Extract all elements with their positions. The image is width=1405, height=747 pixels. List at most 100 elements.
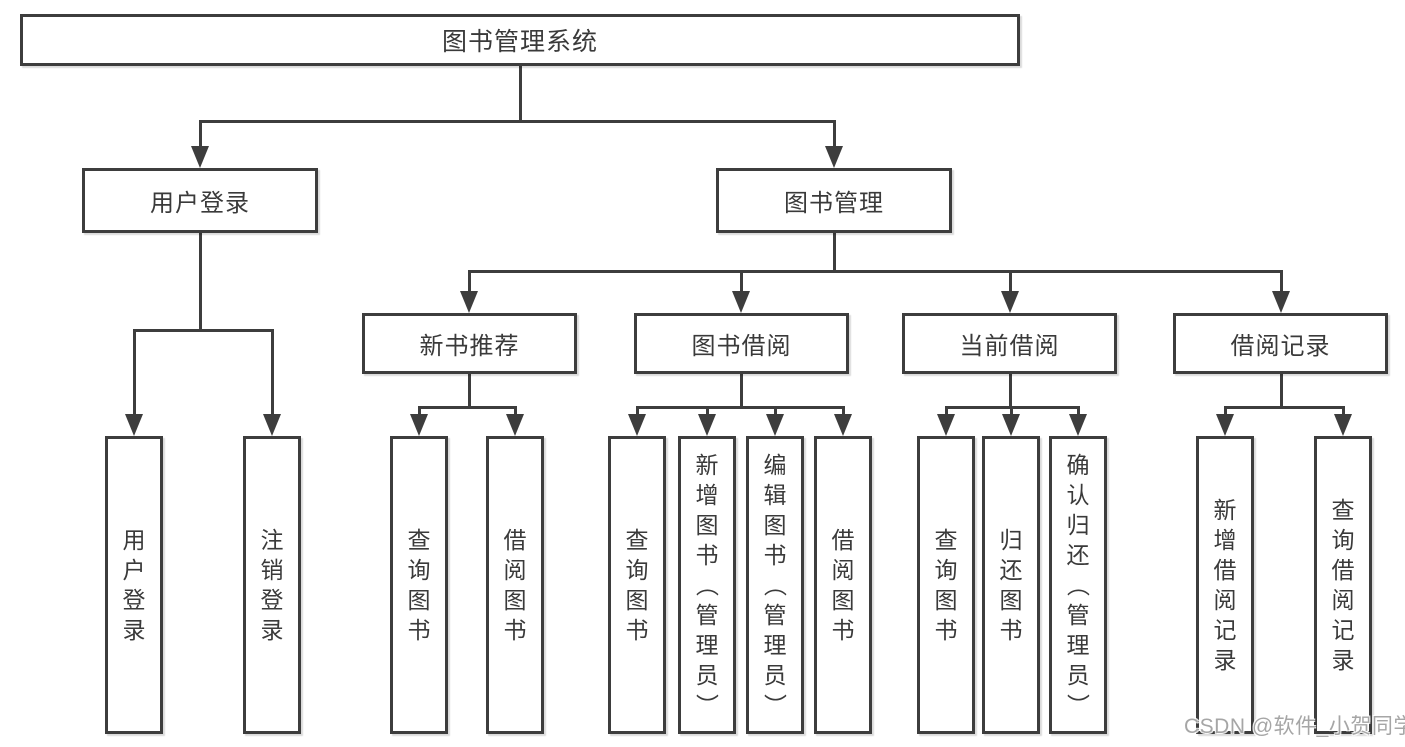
vertical-char: 还 — [999, 557, 1023, 583]
vertical-char: 查 — [407, 527, 431, 553]
vertical-char: ） — [1065, 693, 1091, 717]
vertical-char: 图 — [763, 512, 787, 538]
vertical-char: 管 — [763, 602, 787, 628]
vertical-char: 书 — [695, 542, 719, 568]
connector-stem-root — [519, 66, 522, 123]
vertical-char: 户 — [122, 557, 146, 583]
node-leaf-logout: 注销登录 — [243, 436, 301, 734]
connector-drop-book-borrow — [842, 406, 845, 420]
connector-rail-user-login — [133, 329, 274, 332]
node-leaf-cb-confirm-return-admin: 确认归还（管理员） — [1049, 436, 1107, 734]
vertical-char: 登 — [260, 587, 284, 613]
connector-drop-new-book-rec — [418, 406, 421, 420]
vertical-char: 员 — [695, 662, 719, 688]
connector-rail-new-book-rec — [418, 406, 517, 409]
vertical-char: 销 — [260, 557, 284, 583]
node-book-borrow: 图书借阅 — [634, 313, 849, 374]
vertical-char: 新 — [1213, 497, 1237, 523]
connector-drop-book-mgmt — [1009, 270, 1012, 297]
connector-rail-book-mgmt — [468, 270, 1283, 273]
connector-drop-current-borrow — [945, 406, 948, 420]
vertical-char: 书 — [407, 617, 431, 643]
arrowhead-down-icon — [191, 146, 209, 168]
node-root: 图书管理系统 — [20, 14, 1020, 66]
node-user-login: 用户登录 — [82, 168, 318, 233]
vertical-char: 理 — [763, 632, 787, 658]
vertical-char: 查 — [1331, 497, 1355, 523]
connector-stem-new-book-rec — [468, 374, 471, 409]
arrowhead-down-icon — [1001, 291, 1019, 313]
connector-drop-book-mgmt — [740, 270, 743, 297]
vertical-char: 书 — [503, 617, 527, 643]
connector-drop-book-borrow — [636, 406, 639, 420]
connector-drop-book-borrow — [706, 406, 709, 420]
node-leaf-nbr-query-book: 查询图书 — [390, 436, 448, 734]
vertical-char: 询 — [407, 557, 431, 583]
arrowhead-down-icon — [125, 414, 143, 436]
vertical-char: 归 — [1066, 512, 1090, 538]
vertical-char: 借 — [503, 527, 527, 553]
arrowhead-down-icon — [1002, 414, 1020, 436]
vertical-char: 查 — [934, 527, 958, 553]
vertical-char: 图 — [831, 587, 855, 613]
connector-rail-borrow-records — [1224, 406, 1345, 409]
node-leaf-br-add-record: 新增借阅记录 — [1196, 436, 1254, 734]
vertical-char: 图 — [503, 587, 527, 613]
connector-stem-book-borrow — [740, 374, 743, 409]
connector-stem-book-mgmt — [833, 233, 836, 273]
connector-drop-new-book-rec — [514, 406, 517, 420]
vertical-char: 书 — [763, 542, 787, 568]
node-leaf-br-query-record: 查询借阅记录 — [1314, 436, 1372, 734]
connector-drop-current-borrow — [1010, 406, 1013, 420]
vertical-char: 登 — [122, 587, 146, 613]
vertical-char: 图 — [934, 587, 958, 613]
arrowhead-down-icon — [1272, 291, 1290, 313]
vertical-char: 书 — [934, 617, 958, 643]
vertical-char: 书 — [999, 617, 1023, 643]
vertical-char: 阅 — [1331, 587, 1355, 613]
vertical-char: （ — [762, 573, 788, 597]
vertical-char: ） — [762, 693, 788, 717]
connector-drop-borrow-records — [1224, 406, 1227, 420]
connector-drop-current-borrow — [1077, 406, 1080, 420]
vertical-char: 注 — [260, 527, 284, 553]
vertical-char: 录 — [260, 617, 284, 643]
node-book-mgmt: 图书管理 — [716, 168, 952, 233]
connector-drop-book-borrow — [774, 406, 777, 420]
connector-rail-root — [199, 120, 836, 123]
connector-drop-user-login — [133, 329, 136, 420]
vertical-char: 认 — [1066, 482, 1090, 508]
connector-drop-borrow-records — [1342, 406, 1345, 420]
connector-stem-current-borrow — [1009, 374, 1012, 409]
vertical-char: 询 — [934, 557, 958, 583]
node-leaf-user-login: 用户登录 — [105, 436, 163, 734]
vertical-char: 书 — [625, 617, 649, 643]
arrowhead-down-icon — [834, 414, 852, 436]
connector-drop-root — [199, 120, 202, 152]
vertical-char: 理 — [695, 632, 719, 658]
vertical-char: 增 — [1213, 527, 1237, 553]
vertical-char: 阅 — [1213, 587, 1237, 613]
vertical-char: 管 — [1066, 602, 1090, 628]
connector-rail-book-borrow — [636, 406, 845, 409]
connector-drop-root — [833, 120, 836, 152]
vertical-char: 书 — [831, 617, 855, 643]
node-leaf-bb-add-book-admin: 新增图书（管理员） — [678, 436, 736, 734]
vertical-char: 询 — [625, 557, 649, 583]
arrowhead-down-icon — [732, 291, 750, 313]
vertical-char: 图 — [999, 587, 1023, 613]
node-leaf-bb-borrow-book: 借阅图书 — [814, 436, 872, 734]
node-leaf-bb-edit-book-admin: 编辑图书（管理员） — [746, 436, 804, 734]
arrowhead-down-icon — [410, 414, 428, 436]
connector-drop-user-login — [271, 329, 274, 420]
vertical-char: 录 — [1331, 647, 1355, 673]
vertical-char: 询 — [1331, 527, 1355, 553]
arrowhead-down-icon — [1069, 414, 1087, 436]
arrowhead-down-icon — [937, 414, 955, 436]
vertical-char: （ — [1065, 573, 1091, 597]
vertical-char: 记 — [1331, 617, 1355, 643]
vertical-char: 阅 — [831, 557, 855, 583]
vertical-char: 员 — [1066, 662, 1090, 688]
vertical-char: 归 — [999, 527, 1023, 553]
